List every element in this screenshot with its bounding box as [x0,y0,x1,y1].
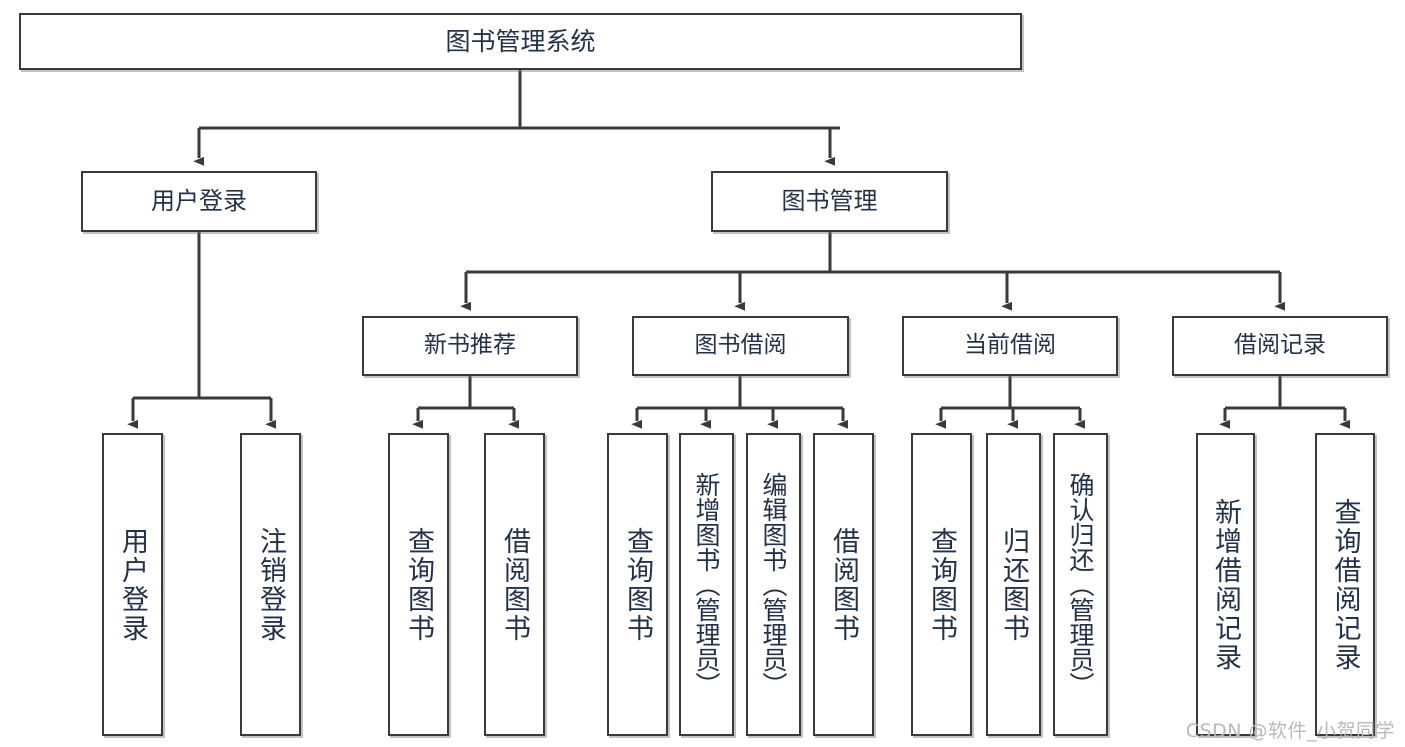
node-leaf-add-record-label: 新增借阅记录 [1210,497,1241,672]
node-leaf-add-book-label: 新增图书（管理员） [692,472,721,697]
node-leaf-edit-book[interactable]: 编辑图书（管理员） [746,433,801,736]
node-borrow-record-label: 借阅记录 [1234,332,1326,359]
node-current-borrow-label: 当前借阅 [964,332,1056,359]
node-leaf-query-book-2[interactable]: 查询图书 [607,433,668,736]
node-root-label: 图书管理系统 [445,26,596,56]
node-leaf-query-book-1-label: 查询图书 [403,526,434,643]
node-leaf-borrow-book-1-label: 借阅图书 [499,526,530,643]
node-leaf-confirm-return-label: 确认归还（管理员） [1066,472,1095,697]
node-leaf-user-logout[interactable]: 注销登录 [240,433,301,736]
node-leaf-borrow-book-1[interactable]: 借阅图书 [484,433,545,736]
node-new-book-recommend-label: 新书推荐 [424,332,516,359]
node-leaf-user-login[interactable]: 用户登录 [102,433,163,736]
node-leaf-user-logout-label: 注销登录 [255,526,286,643]
node-book-manage-label: 图书管理 [781,187,878,216]
node-leaf-query-record-label: 查询借阅记录 [1329,497,1361,672]
node-leaf-query-record[interactable]: 查询借阅记录 [1315,433,1375,736]
node-leaf-add-book[interactable]: 新增图书（管理员） [679,433,734,736]
node-leaf-query-book-2-label: 查询图书 [622,526,653,643]
node-leaf-confirm-return[interactable]: 确认归还（管理员） [1053,433,1108,736]
node-leaf-add-record[interactable]: 新增借阅记录 [1196,433,1255,736]
node-root[interactable]: 图书管理系统 [19,13,1022,70]
node-leaf-edit-book-label: 编辑图书（管理员） [759,472,788,697]
node-book-manage[interactable]: 图书管理 [711,171,948,232]
node-current-borrow[interactable]: 当前借阅 [902,316,1118,376]
node-borrow-record[interactable]: 借阅记录 [1172,316,1388,376]
node-leaf-borrow-book-2[interactable]: 借阅图书 [813,433,874,736]
node-leaf-return-book-label: 归还图书 [998,526,1029,643]
node-leaf-user-login-label: 用户登录 [117,526,148,643]
node-user-login[interactable]: 用户登录 [81,171,317,232]
node-book-borrow[interactable]: 图书借阅 [632,316,849,376]
node-book-borrow-label: 图书借阅 [694,332,787,359]
node-leaf-return-book[interactable]: 归还图书 [986,433,1041,736]
node-new-book-recommend[interactable]: 新书推荐 [362,316,578,376]
node-leaf-query-book-1[interactable]: 查询图书 [388,433,449,736]
node-leaf-borrow-book-2-label: 借阅图书 [828,526,859,643]
node-leaf-query-book-3[interactable]: 查询图书 [911,433,972,736]
node-user-login-label: 用户登录 [151,187,247,216]
node-leaf-query-book-3-label: 查询图书 [926,526,957,643]
